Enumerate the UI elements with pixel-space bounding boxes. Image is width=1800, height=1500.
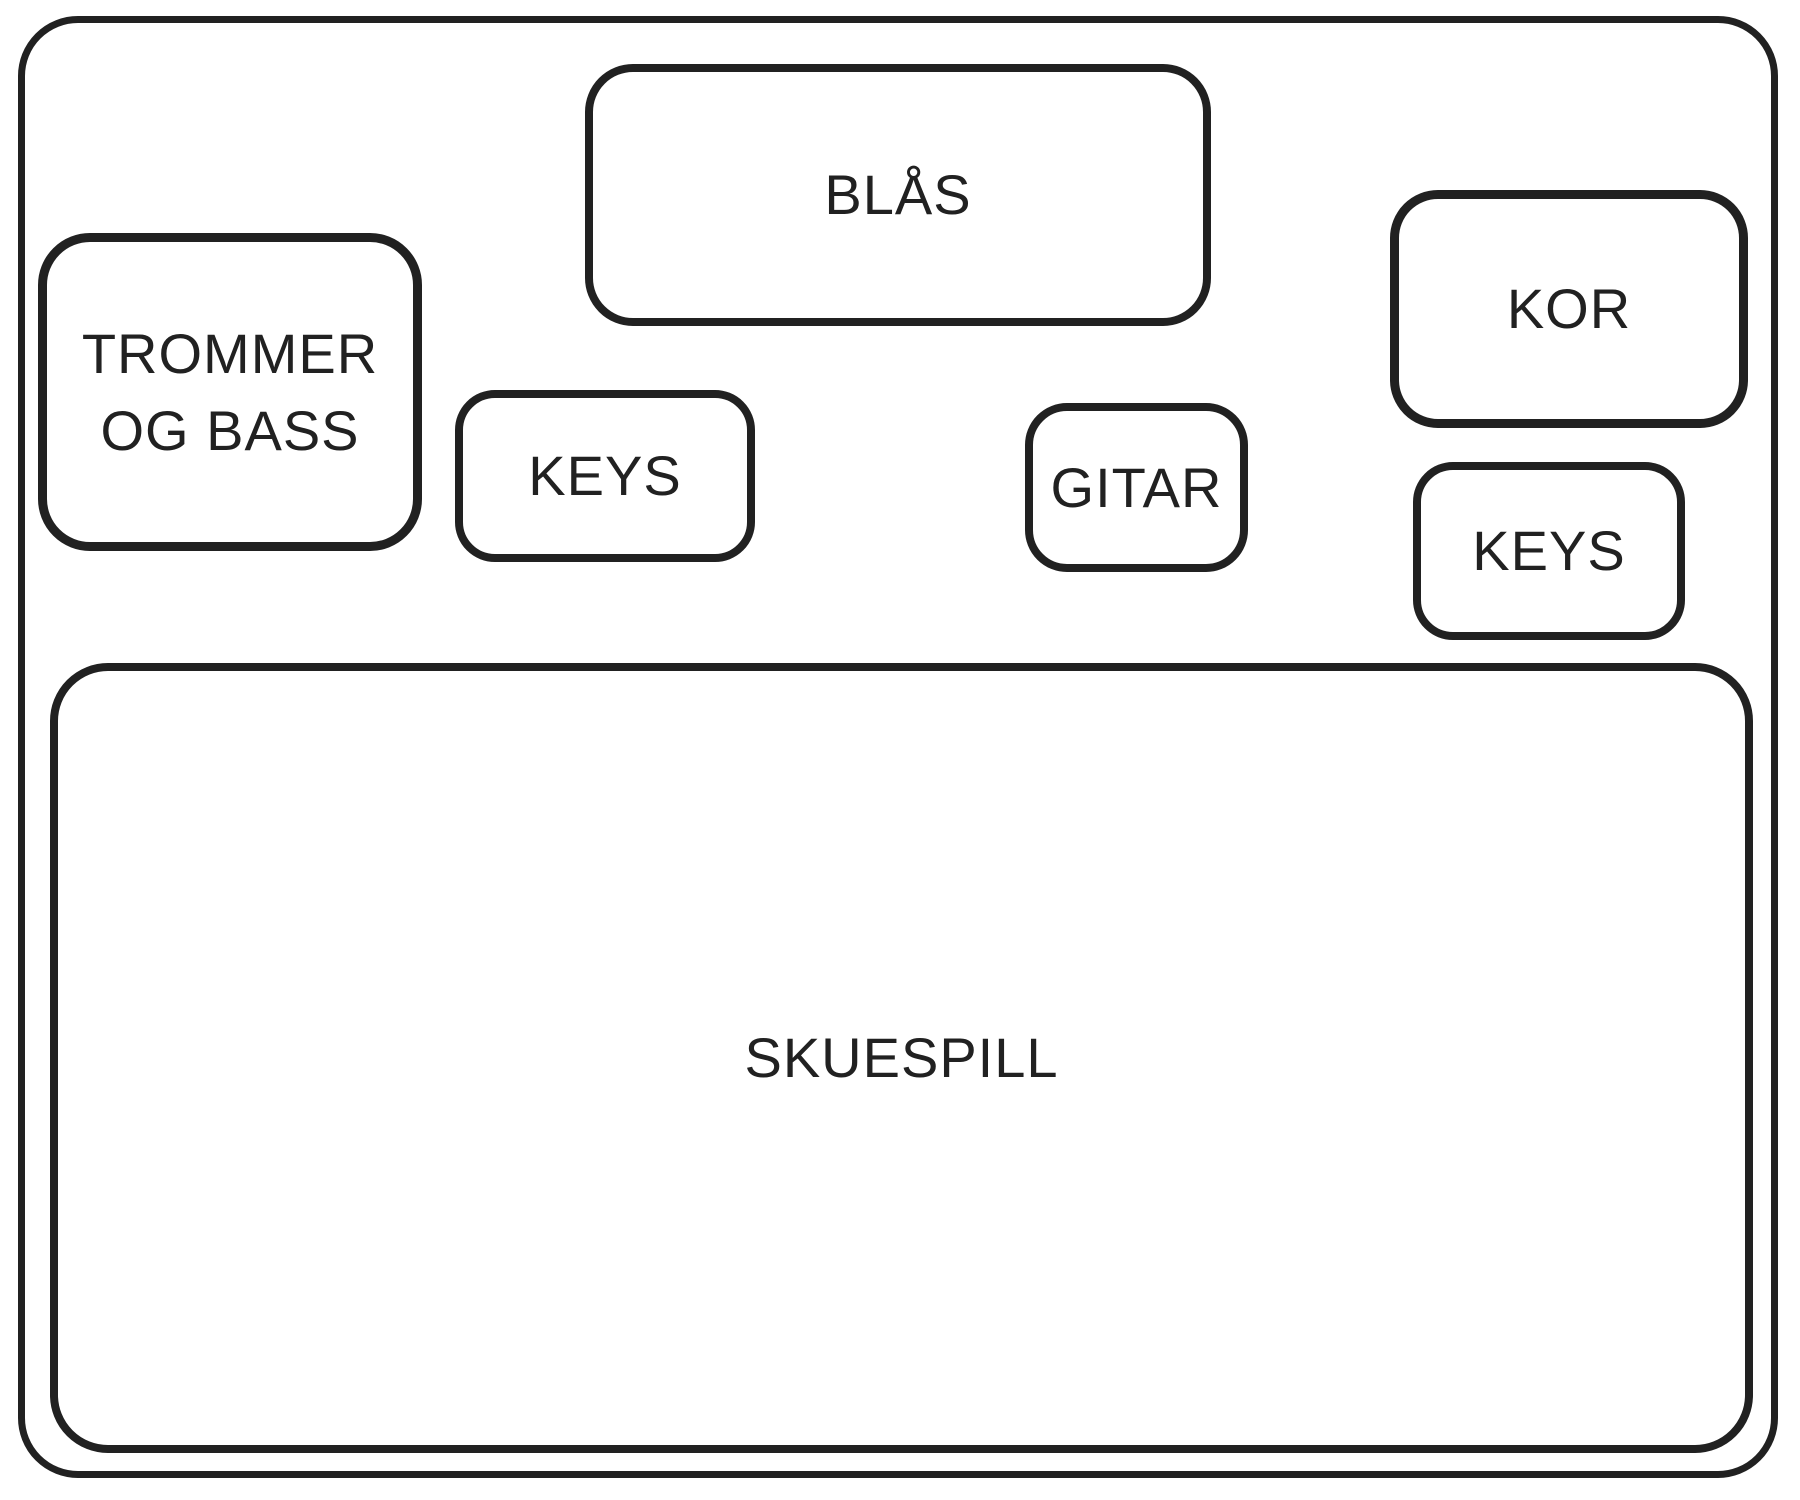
stage-area-kor: KOR: [1390, 190, 1748, 428]
stage-area-keys-left: KEYS: [455, 390, 755, 562]
stage-area-keys-right: KEYS: [1413, 462, 1685, 640]
stage-area-gitar: GITAR: [1025, 403, 1248, 572]
stage-area-trommer-og-bass: TROMMER OG BASS: [38, 233, 422, 551]
stage-area-skuespill: SKUESPILL: [50, 663, 1753, 1453]
stage-area-keys-left-label: KEYS: [528, 444, 682, 508]
stage-area-blas-label: BLÅS: [824, 163, 972, 227]
stage-area-kor-label: KOR: [1506, 277, 1632, 341]
stage-area-trommer-og-bass-label: TROMMER OG BASS: [81, 321, 379, 462]
stage-area-blas: BLÅS: [585, 64, 1211, 326]
stage-area-keys-right-label: KEYS: [1472, 519, 1626, 583]
stage-area-skuespill-label: SKUESPILL: [744, 1026, 1059, 1090]
stage-area-gitar-label: GITAR: [1050, 455, 1223, 519]
